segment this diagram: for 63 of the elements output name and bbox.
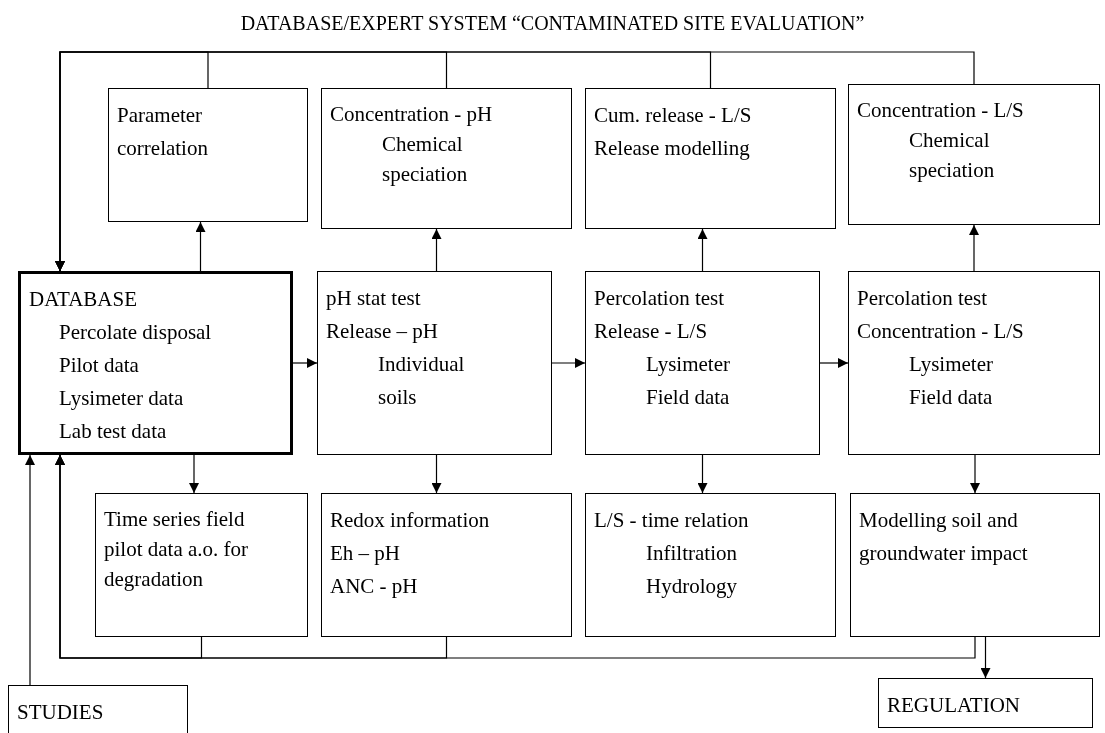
box-text: Chemical speciation [382, 131, 469, 188]
process-box [850, 493, 1100, 637]
box-text: Redox information [330, 507, 491, 534]
box-text: Cum. release - L/S [594, 102, 753, 129]
box-text: Release modelling [594, 135, 751, 162]
box-text: Hydrology [646, 573, 738, 600]
process-box [95, 493, 308, 637]
box-text: Parameter correlation [117, 102, 209, 162]
arrow [980, 636, 991, 679]
box-text: Infiltration [646, 540, 738, 567]
box-text: REGULATION [887, 692, 1021, 719]
arrow [55, 454, 976, 659]
process-box [321, 493, 572, 637]
box-text: L/S - time relation [594, 507, 750, 534]
box-text: Lysimeter data [59, 385, 185, 412]
box-text: Lysimeter [909, 351, 994, 378]
arrow [25, 454, 35, 686]
box-text: Pilot data [59, 352, 140, 379]
process-box [848, 84, 1100, 225]
arrow [969, 224, 979, 272]
process-box [317, 271, 552, 455]
diagram-title: DATABASE/EXPERT SYSTEM “CONTAMINATED SITE EVALUATION” [239, 11, 866, 36]
box-text: Release – pH [326, 318, 439, 345]
box-text: ANC - pH [330, 573, 419, 600]
box-text: Individual soils [378, 351, 466, 411]
arrow [195, 221, 206, 272]
process-box [8, 685, 188, 733]
box-text: Concentration - pH [330, 101, 494, 128]
process-box [848, 271, 1100, 455]
process-box [585, 493, 836, 637]
box-text: Concentration - L/S [857, 97, 1025, 124]
arrow [431, 454, 442, 494]
process-box [878, 678, 1093, 728]
box-text: Percolation test [594, 285, 726, 312]
box-text: Field data [646, 384, 731, 411]
arrow [189, 454, 199, 494]
box-text: Eh – pH [330, 540, 401, 567]
arrow [819, 358, 849, 368]
arrow [697, 228, 708, 272]
box-text: Chemical speciation [909, 127, 996, 184]
process-box [18, 271, 293, 455]
arrow [697, 454, 708, 494]
arrow [551, 358, 586, 368]
process-box [585, 271, 820, 455]
box-text: Time series field pilot data a.o. for degradation [104, 506, 250, 593]
arrow [431, 228, 442, 272]
box-text: Percolate disposal [59, 319, 213, 346]
box-text: Concentration - L/S [857, 318, 1025, 345]
box-text: Percolation test [857, 285, 989, 312]
box-text: DATABASE [29, 286, 138, 313]
process-box [585, 88, 836, 229]
box-text: Release - L/S [594, 318, 709, 345]
arrow [292, 358, 318, 368]
arrow [970, 454, 980, 494]
box-text: STUDIES [17, 699, 105, 726]
process-box [108, 88, 308, 222]
box-text: Lysimeter [646, 351, 731, 378]
box-text: Lab test data [59, 418, 168, 445]
process-box [321, 88, 572, 229]
arrow [55, 51, 975, 272]
box-text: Field data [909, 384, 994, 411]
box-text: Modelling soil and groundwater impact [859, 507, 1029, 567]
box-text: pH stat test [326, 285, 422, 312]
